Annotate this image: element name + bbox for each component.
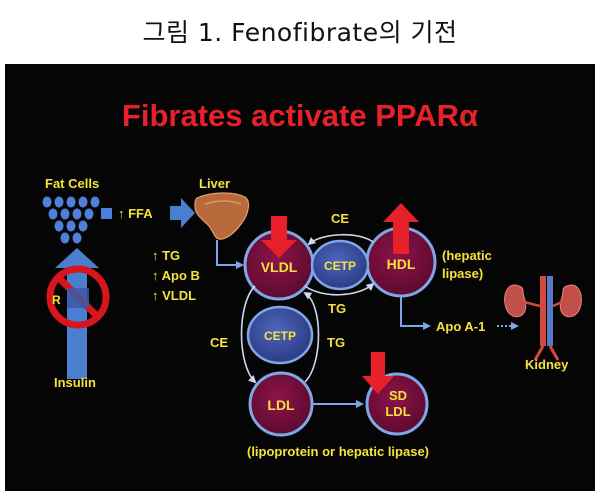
ffa-label: ↑ FFA bbox=[118, 206, 153, 221]
mechanism-diagram: Fibrates activate PPARα Fat Cells ↑ FFA … bbox=[42, 98, 582, 459]
sdldl-red-down-arrow bbox=[362, 352, 394, 394]
ffa-square bbox=[101, 208, 112, 219]
sd-ldl-label-line2: LDL bbox=[385, 404, 410, 419]
kidney-icon bbox=[504, 276, 582, 361]
diagram-panel: Fibrates activate PPARα Fat Cells ↑ FFA … bbox=[5, 64, 595, 491]
ffa-to-liver-arrow bbox=[170, 198, 195, 228]
receptor-label: R bbox=[52, 293, 61, 307]
sd-ldl-label-line1: SD bbox=[389, 388, 407, 403]
diagram-title: Fibrates activate PPARα bbox=[122, 98, 478, 133]
hepatic-lipase-line2: lipase) bbox=[442, 266, 483, 281]
vldl-label: VLDL bbox=[261, 259, 298, 275]
ldl-label: LDL bbox=[267, 397, 295, 413]
liver-to-vldl-arrow bbox=[216, 240, 244, 269]
kidney-label: Kidney bbox=[525, 357, 569, 372]
ce-left-arrow bbox=[240, 285, 257, 384]
hdl-to-apoa1-arrow bbox=[400, 297, 431, 330]
insulin-arrow bbox=[55, 248, 99, 379]
hdl-red-up-arrow bbox=[383, 203, 419, 254]
fat-cells-icon bbox=[42, 196, 100, 244]
hepatic-lipase-line1: (hepatic bbox=[442, 248, 492, 263]
apo-a1-label: Apo A-1 bbox=[436, 319, 485, 334]
liver-label: Liver bbox=[199, 176, 230, 191]
apob-up-label: ↑ Apo B bbox=[152, 268, 200, 283]
liver-icon bbox=[194, 192, 250, 240]
tg-middle-arrow bbox=[304, 282, 375, 296]
tg-right-arrow bbox=[303, 291, 320, 383]
ce-top-label: CE bbox=[331, 211, 349, 226]
cetp-top-node bbox=[310, 239, 370, 291]
cetp-top-label: CETP bbox=[324, 259, 356, 273]
hdl-label: HDL bbox=[387, 256, 416, 272]
ce-left-label: CE bbox=[210, 335, 228, 350]
tg-up-label: ↑ TG bbox=[152, 248, 180, 263]
vldl-up-label: ↑ VLDL bbox=[152, 288, 196, 303]
cetp-left-label: CETP bbox=[264, 329, 296, 343]
insulin-label: Insulin bbox=[54, 375, 96, 390]
bottom-note: (lipoprotein or hepatic lipase) bbox=[247, 444, 429, 459]
cetp-left-node bbox=[246, 305, 314, 365]
fat-cells-label: Fat Cells bbox=[45, 176, 99, 191]
vldl-red-down-arrow bbox=[261, 216, 297, 258]
tg-right-label: TG bbox=[327, 335, 345, 350]
ce-top-arrow bbox=[307, 233, 374, 246]
figure-caption: 그림 1. Fenofibrate의 기전 bbox=[142, 18, 458, 47]
tg-middle-label: TG bbox=[328, 301, 346, 316]
receptor-blocked-icon bbox=[46, 265, 110, 329]
